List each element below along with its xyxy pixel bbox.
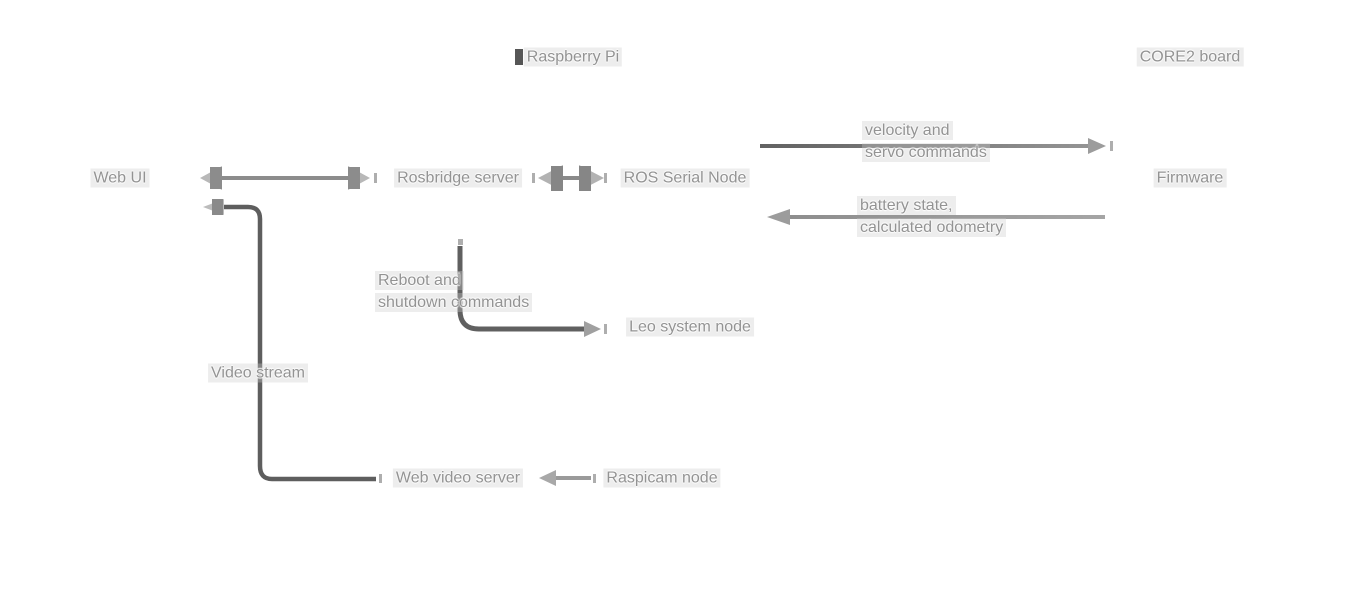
edge-rosbridge-leosystem-arrowhead [584,321,601,337]
node-firmware-text: Firmware [1153,168,1227,188]
edge-webvideo-webui-path [222,204,376,482]
edge-webvideo-webui-arrowbase [212,199,223,215]
tick-after-velocity-arrow [1110,141,1113,151]
edge-raspicam-arrowhead [539,470,556,486]
node-leo-system-node: Leo system node [626,317,754,337]
node-rosbridge-server-text: Rosbridge server [394,168,522,188]
node-leo-system-node-text: Leo system node [626,317,754,337]
tick-before-rosbridge [374,173,377,183]
tick-before-rosserial [604,173,607,183]
edge-raspicam-webvideo [539,470,591,486]
edge-label-battery-line2: calculated odometry [857,218,1007,237]
edge-rosbridge-leosystem [457,246,601,337]
node-web-video-server-text: Web video server [392,468,524,488]
edge-rosbridge-rosserial [538,165,604,191]
section-title-core2-board: CORE2 board [1136,47,1244,67]
section-title-raspberry-pi-text: Raspberry Pi [523,47,623,67]
edge-velocity-arrowhead [1088,138,1106,154]
edge-rosbridge-rosserial-right-arrowbase [579,166,591,191]
edge-label-video-stream: Video stream [208,363,308,383]
node-ros-serial-node-text: ROS Serial Node [620,168,750,188]
edge-label-reboot-line1: Reboot and [375,271,464,290]
edge-label-velocity-line2: servo commands [862,143,990,162]
edge-webui-rosbridge-right-arrowbase [348,167,360,189]
tick-before-webvideo [379,474,382,483]
edge-label-battery-odometry: battery state, calculated odometry [857,196,1007,240]
node-firmware: Firmware [1153,168,1227,188]
section-title-raspberry-pi: Raspberry Pi [523,47,623,67]
section-title-core2-board-text: CORE2 board [1136,47,1244,67]
edge-webvideo-webui [203,199,376,482]
tick-after-rosbridge [532,173,535,183]
edge-label-velocity-servo: velocity and servo commands [862,121,990,165]
tick-before-raspicam [593,474,596,483]
node-raspicam-node-text: Raspicam node [603,468,721,488]
edge-webui-rosbridge [200,166,370,190]
raspberry-pi-section-marker [515,49,523,65]
tick-top-of-reboot-line [458,239,463,245]
node-rosbridge-server: Rosbridge server [394,168,522,188]
edge-battery-arrowhead [767,209,790,225]
node-ros-serial-node: ROS Serial Node [620,168,750,188]
edge-rosbridge-rosserial-left-arrowbase [551,166,563,191]
node-web-ui-text: Web UI [90,168,150,188]
edge-label-video-stream-text: Video stream [208,363,308,383]
edge-label-reboot-shutdown: Reboot and shutdown commands [375,271,533,315]
edge-label-battery-line1: battery state, [857,196,956,215]
edge-label-velocity-line1: velocity and [862,121,953,140]
edge-velocity-commands [760,138,1106,154]
node-web-ui: Web UI [90,168,150,188]
artifact-ticks [374,141,1113,483]
tick-before-leosystem [604,324,607,334]
node-raspicam-node: Raspicam node [603,468,721,488]
edge-rosbridge-leosystem-path [457,246,585,332]
edge-webui-rosbridge-left-arrowbase [210,167,222,189]
edge-battery-odometry [767,209,1105,225]
edge-label-reboot-line2: shutdown commands [375,293,533,312]
node-web-video-server: Web video server [392,468,524,488]
